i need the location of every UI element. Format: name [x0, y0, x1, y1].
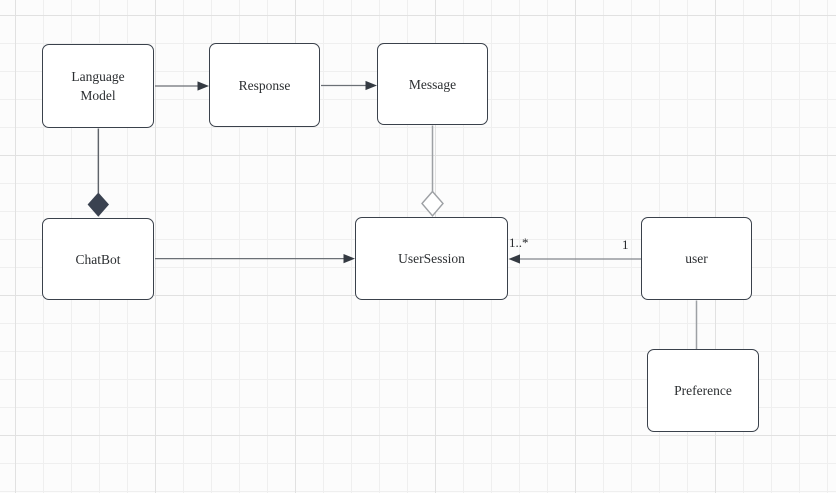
arrowhead-icon — [197, 81, 209, 91]
node-language-model[interactable]: Language Model — [42, 44, 154, 128]
arrowhead-icon — [343, 254, 355, 264]
node-response-label: Response — [238, 77, 291, 93]
edge-user-to-user-session[interactable] — [508, 254, 642, 264]
edge-response-to-message[interactable] — [321, 80, 377, 91]
node-user[interactable]: user — [641, 217, 752, 300]
node-response[interactable]: Response — [209, 43, 320, 127]
edge-language-model-to-response[interactable] — [155, 81, 209, 91]
node-user-session[interactable]: UserSession — [355, 217, 508, 300]
node-preference-label: Preference — [674, 383, 732, 398]
node-message-label: Message — [408, 76, 457, 92]
edge-message-to-user-session[interactable] — [421, 125, 444, 217]
aggregation-diamond-icon — [421, 190, 444, 217]
node-user-session-label: UserSession — [398, 251, 465, 266]
arrowhead-icon — [365, 80, 377, 91]
edge-language-model-to-chatbot[interactable] — [87, 128, 109, 217]
arrowhead-icon — [508, 254, 520, 264]
node-preference[interactable]: Preference — [647, 349, 759, 432]
node-chatbot[interactable]: ChatBot — [42, 218, 154, 300]
edge-chatbot-to-user-session[interactable] — [155, 254, 355, 264]
node-chatbot-label: ChatBot — [75, 251, 121, 267]
composition-diamond-icon — [87, 192, 109, 217]
multiplicity-label-user: 1 — [622, 237, 629, 252]
node-user-label: user — [685, 251, 708, 266]
node-message[interactable]: Message — [377, 43, 488, 125]
multiplicity-label-user-session: 1..* — [509, 235, 529, 250]
node-language-model-label: Language Model — [71, 69, 125, 103]
